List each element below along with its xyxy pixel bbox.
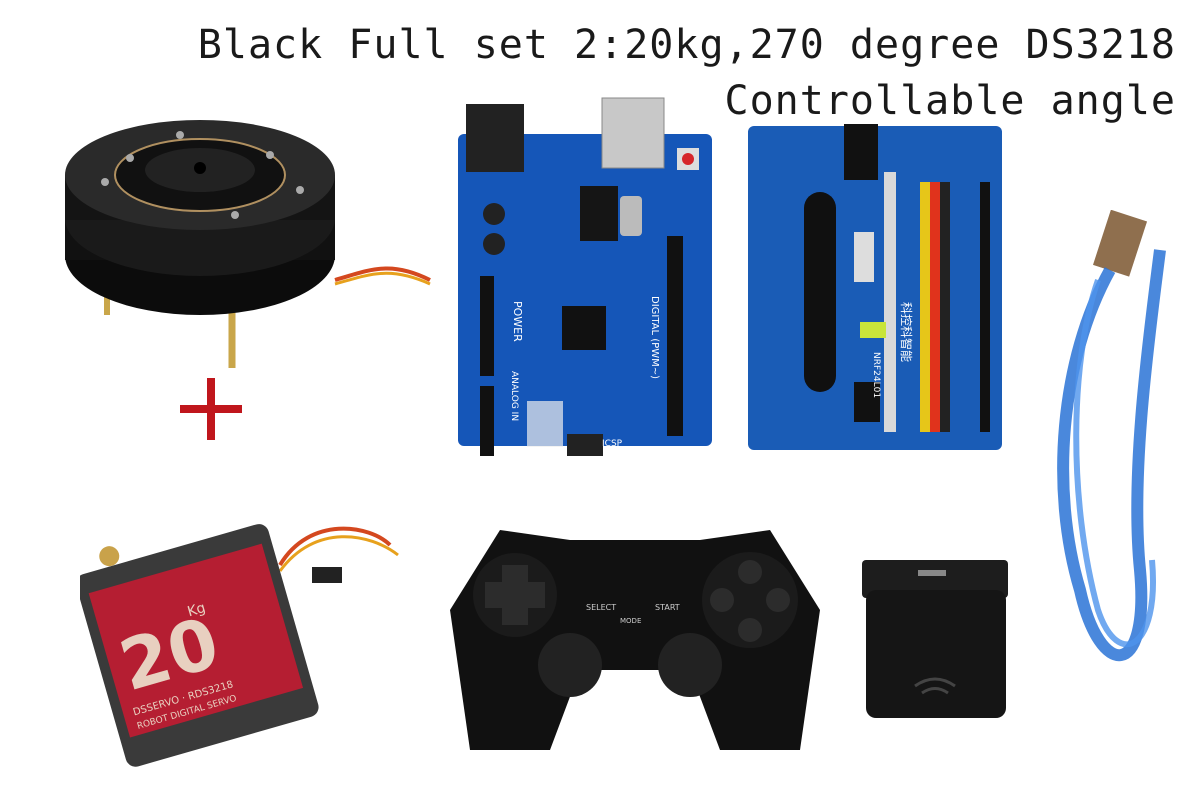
product-title-line-1: Black Full set 2:20kg,270 degree DS3218 (197, 22, 1176, 68)
shield-module-label: NRF24L01 (871, 352, 881, 398)
servo-ds3218: 20 Kg DSSERVO · RDS3218 ROBOT DIGITAL SE… (80, 505, 420, 785)
product-title-line-2: Controllable angle (724, 78, 1176, 124)
board-analog-label: ANALOG IN (509, 371, 519, 421)
plus-icon (180, 378, 242, 440)
usb-cable (1040, 210, 1180, 700)
servo-turntable-base (50, 120, 440, 380)
arduino-board: POWER ANALOG IN DIGITAL (PWM~) ICSP (452, 96, 722, 456)
board-icsp-label: ICSP (602, 439, 623, 449)
board-digital-label: DIGITAL (PWM~) (649, 296, 660, 379)
shield-chinese-label: 科控科智能 (899, 302, 914, 362)
servo-unit: Kg (186, 600, 208, 620)
gamepad-start-label: START (655, 603, 680, 612)
sensor-shield-board: NRF24L01 科控科智能 (744, 122, 1006, 454)
gamepad-select-label: SELECT (586, 603, 616, 612)
wireless-gamepad: SELECT START MODE (440, 520, 830, 765)
board-power-label: POWER (511, 301, 524, 342)
gamepad-mode-label: MODE (620, 617, 641, 625)
wireless-receiver (860, 560, 1010, 720)
